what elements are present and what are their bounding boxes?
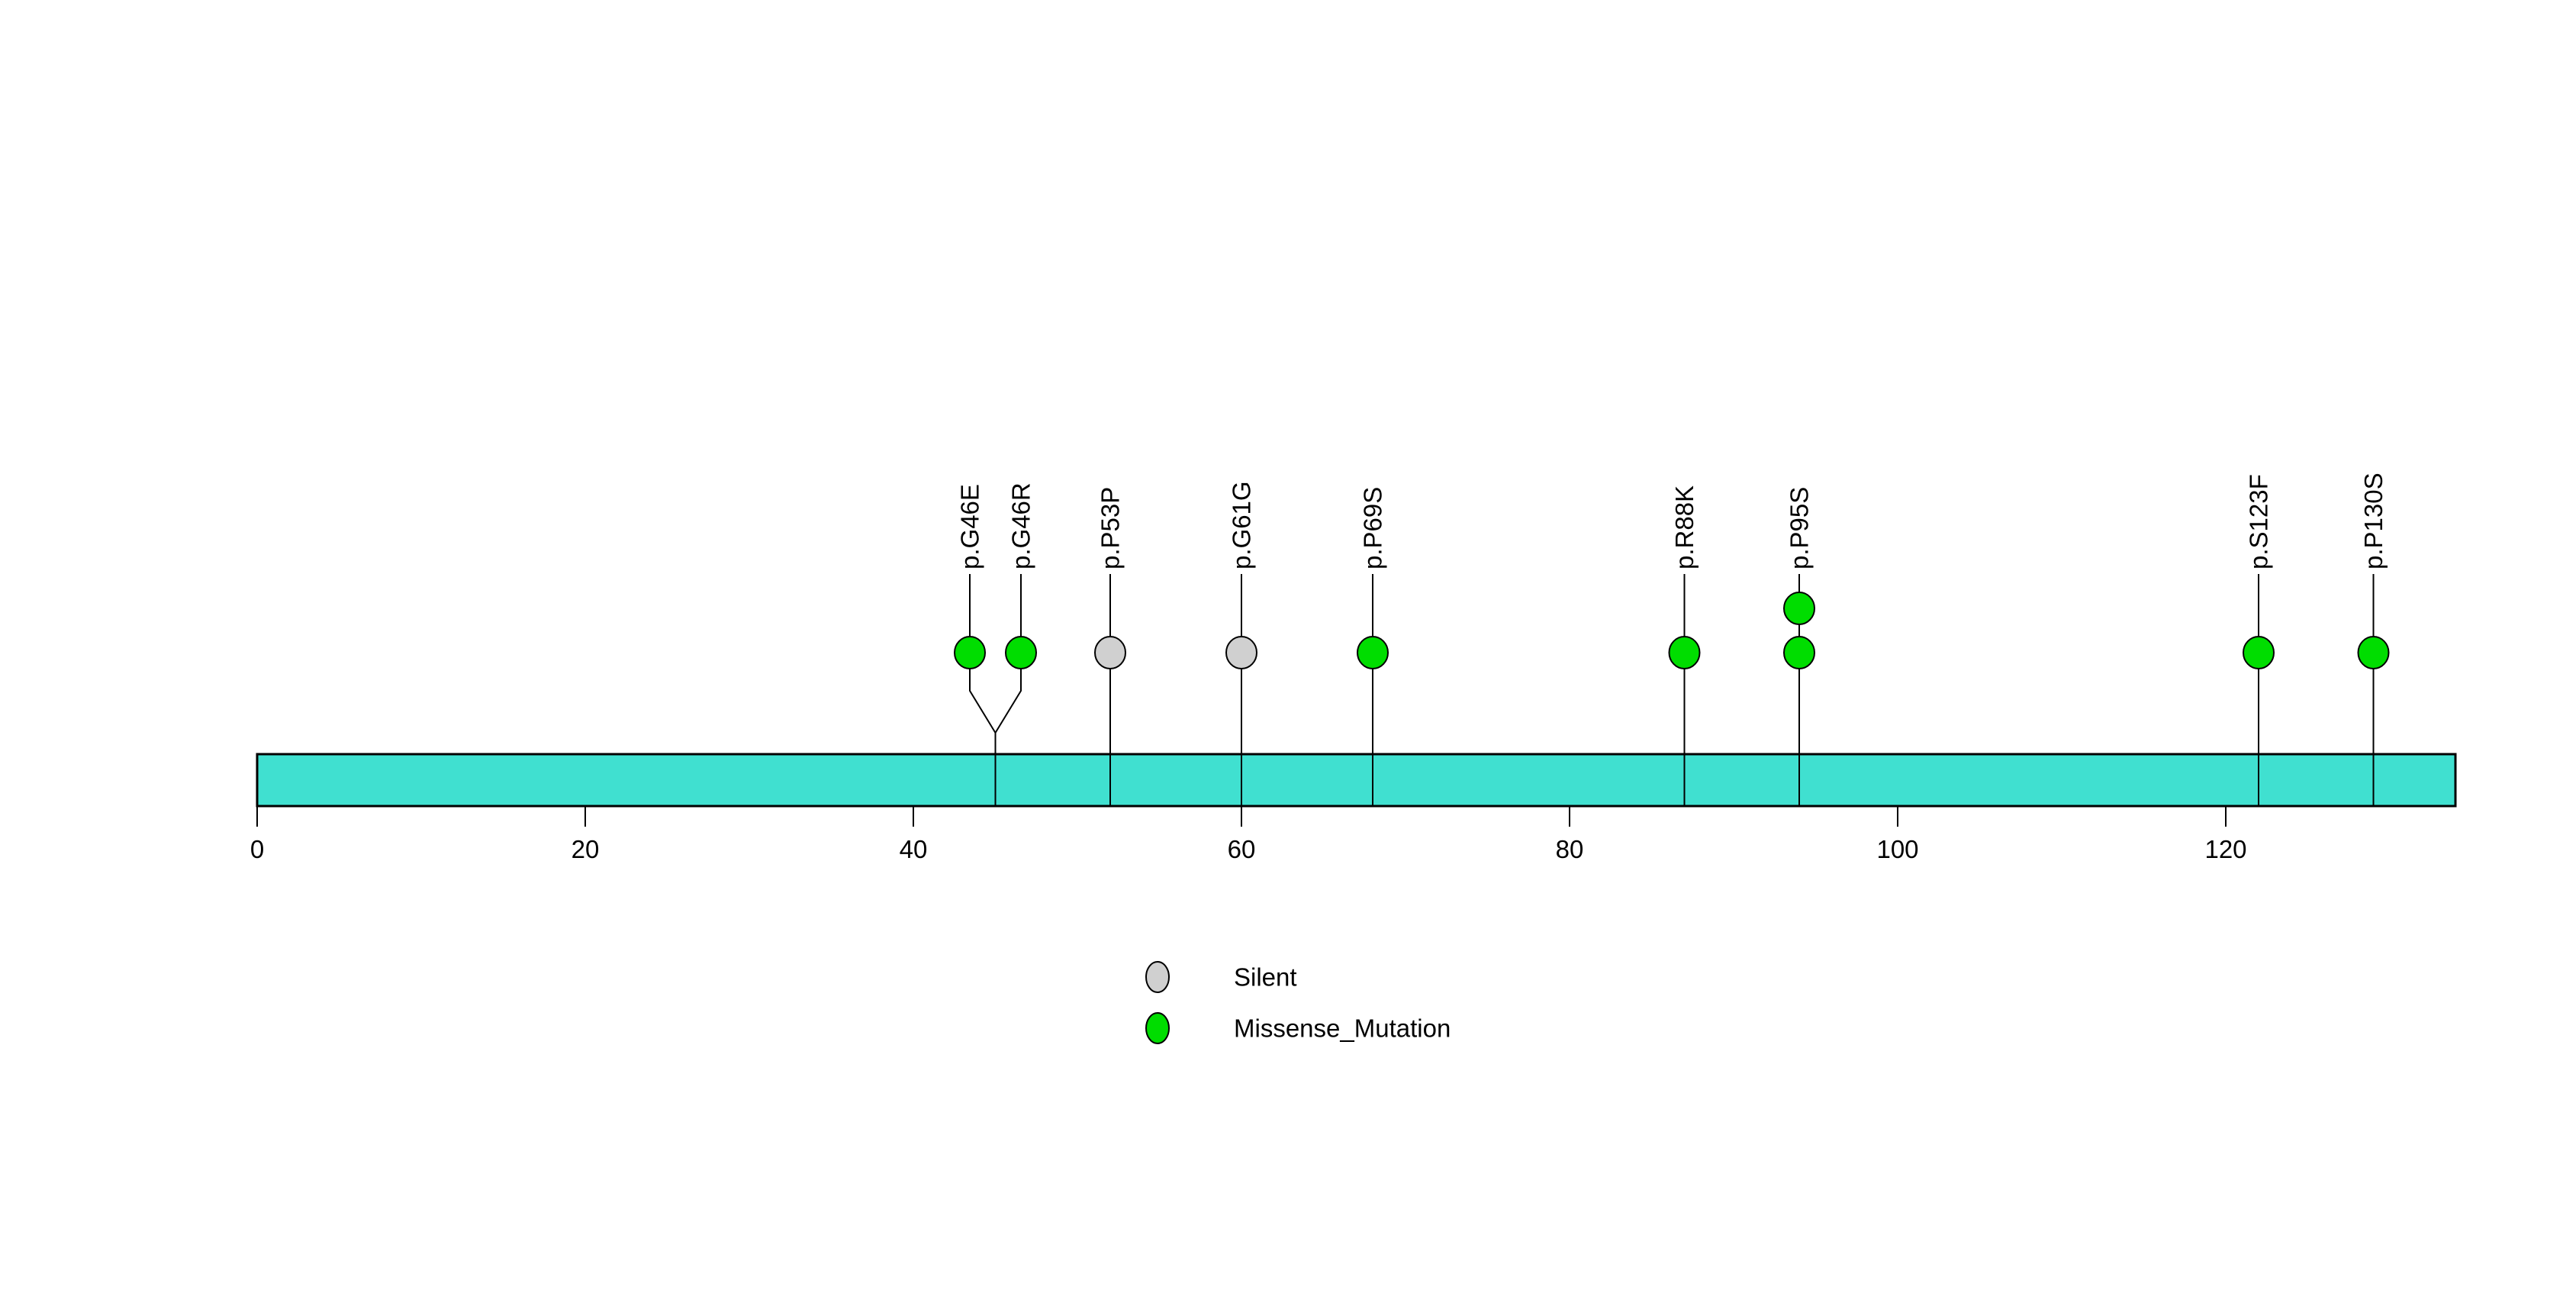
mutation-circle-missense_mutation bbox=[1783, 592, 1815, 625]
mutation-circle-missense_mutation bbox=[2243, 636, 2275, 669]
lollipop-stem-forked bbox=[994, 574, 1022, 806]
x-axis-tick-label: 20 bbox=[572, 835, 600, 863]
mutation-label: p.R88K bbox=[1670, 485, 1699, 569]
mutation-circle-missense_mutation bbox=[954, 636, 986, 669]
mutation-label: p.S123F bbox=[2245, 474, 2273, 569]
x-axis-tick-label: 0 bbox=[250, 835, 264, 863]
legend-label: Missense_Mutation bbox=[1234, 1014, 1451, 1043]
mutation-label: p.G46E bbox=[956, 484, 984, 569]
protein-domain-bar bbox=[256, 753, 2457, 808]
mutation-label: p.G46R bbox=[1007, 482, 1035, 569]
x-axis-tick-label: 80 bbox=[1556, 835, 1584, 863]
mutation-circle-missense_mutation bbox=[2357, 636, 2390, 669]
legend-marker-icon bbox=[1145, 1012, 1170, 1044]
x-axis-tick-label: 100 bbox=[1876, 835, 1918, 863]
legend-marker-icon bbox=[1145, 961, 1170, 993]
mutation-circle-missense_mutation bbox=[1783, 636, 1815, 669]
x-axis-tick-label: 40 bbox=[900, 835, 928, 863]
mutation-circle-silent bbox=[1225, 636, 1257, 669]
mutation-circle-missense_mutation bbox=[1005, 636, 1037, 669]
mutation-label: p.P95S bbox=[1785, 487, 1814, 569]
mutation-label: p.P53P bbox=[1096, 487, 1125, 569]
mutation-circle-missense_mutation bbox=[1357, 636, 1389, 669]
mutation-circle-missense_mutation bbox=[1668, 636, 1701, 669]
mutation-label: p.P130S bbox=[2359, 472, 2388, 569]
mutation-label: p.P69S bbox=[1359, 487, 1387, 569]
mutation-circle-silent bbox=[1094, 636, 1126, 669]
x-axis-tick-label: 60 bbox=[1228, 835, 1256, 863]
mutation-label: p.G61G bbox=[1228, 481, 1256, 569]
legend-label: Silent bbox=[1234, 963, 1297, 992]
x-axis-tick-label: 120 bbox=[2204, 835, 2246, 863]
